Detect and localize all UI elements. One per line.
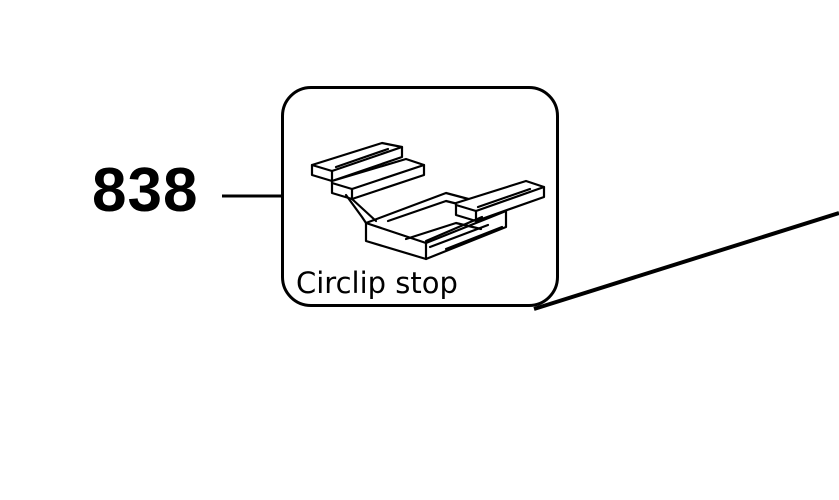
circlip-stop-icon — [310, 141, 546, 261]
box-leader-line — [533, 211, 839, 311]
part-number: 838 — [92, 156, 199, 225]
part-callout-box: Circlip stop — [281, 86, 559, 307]
part-label: Circlip stop — [296, 266, 458, 300]
